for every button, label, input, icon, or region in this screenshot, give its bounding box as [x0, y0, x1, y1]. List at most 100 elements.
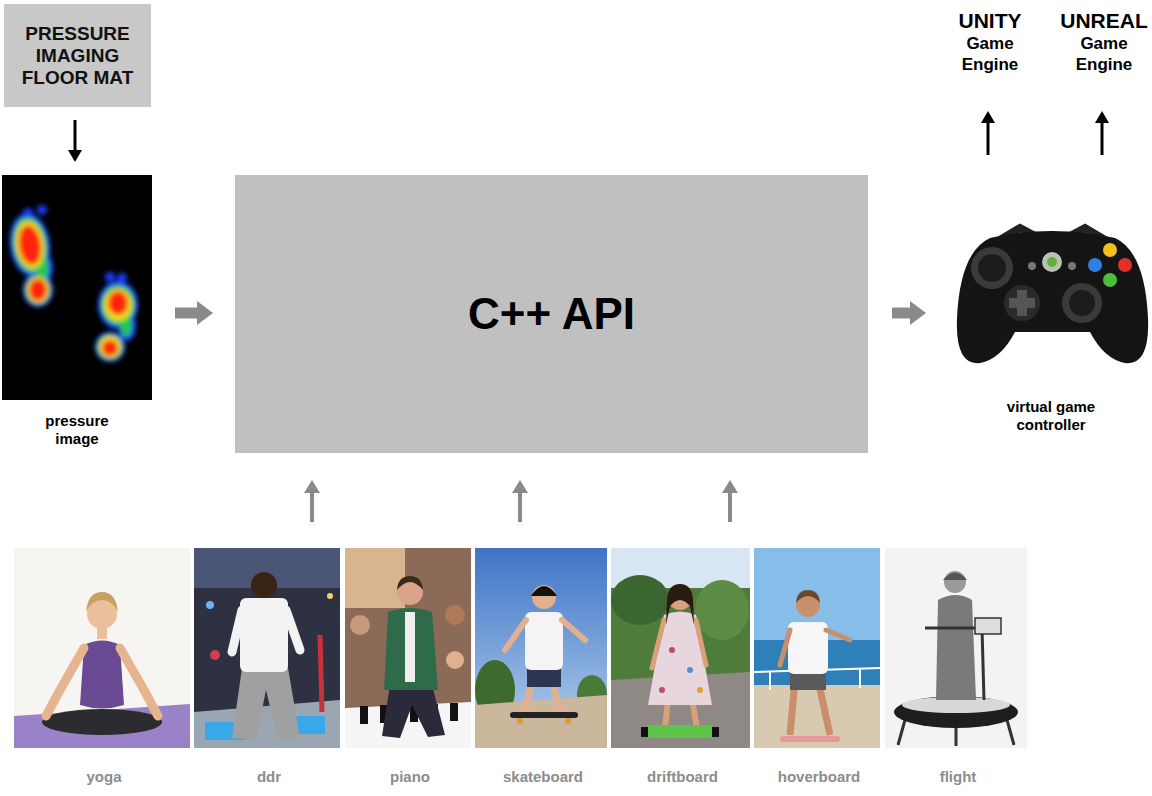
photo-tile: skateboard	[475, 548, 611, 786]
helmet	[943, 573, 967, 581]
game-controller	[957, 228, 1148, 363]
control-box	[975, 618, 1001, 634]
photo-ground	[14, 548, 190, 748]
guide-button	[1047, 257, 1057, 267]
toe-zone	[117, 273, 127, 283]
face-button	[1103, 273, 1117, 287]
crowd-head	[445, 605, 465, 625]
dress	[648, 612, 712, 706]
flow-arrow	[892, 308, 911, 319]
flow-arrow	[987, 122, 990, 155]
pressure-zone	[25, 275, 51, 305]
crowd-head	[446, 651, 464, 669]
photo-caption: flight	[885, 768, 1031, 786]
railing	[769, 672, 771, 690]
pressure-image-ground	[2, 175, 152, 400]
toe-zone	[23, 208, 33, 218]
small-button	[1028, 262, 1036, 270]
picture-space	[2, 175, 152, 400]
ground	[475, 695, 607, 748]
pants	[382, 685, 445, 738]
wheel	[641, 727, 648, 737]
footprint-right	[95, 272, 138, 362]
pressure-zone	[104, 289, 132, 321]
pressure-zone	[23, 273, 53, 307]
photo-ground	[611, 548, 750, 748]
head	[251, 572, 277, 598]
arm	[286, 610, 300, 650]
wheel	[565, 718, 571, 724]
arm	[562, 620, 585, 640]
driftboard-photo	[611, 548, 750, 748]
piano-photo	[345, 548, 471, 748]
crossed-legs	[42, 709, 162, 735]
picture-space	[754, 548, 884, 748]
pressure-zone	[97, 334, 123, 360]
pressure-zone	[27, 277, 49, 303]
pressure-zone	[13, 219, 47, 270]
flying-platform	[894, 696, 1018, 728]
hair	[666, 584, 694, 625]
background-patch	[345, 548, 405, 608]
dpad-ring	[1004, 285, 1040, 321]
photo-tile: flight	[885, 548, 1031, 786]
railing	[859, 669, 861, 688]
wheel	[712, 727, 719, 737]
box-label: Game Engine	[1052, 33, 1152, 75]
photo-caption: driftboard	[611, 768, 754, 786]
dress-pattern	[669, 647, 675, 653]
arm	[505, 620, 526, 650]
box-label: UNREAL	[1052, 8, 1152, 33]
platform-leg	[898, 720, 905, 745]
flow-arrow	[518, 492, 522, 522]
arm	[652, 620, 664, 668]
arm	[120, 648, 158, 716]
pressure-zone	[16, 224, 43, 267]
thumbstick	[1062, 283, 1102, 323]
picture-space	[14, 548, 194, 748]
flow-arrow	[1101, 122, 1104, 155]
photo-caption: piano	[345, 768, 475, 786]
dress-pattern	[687, 667, 693, 673]
pressure-zone	[29, 279, 47, 301]
photo-caption: hoverboard	[754, 768, 884, 786]
tree	[695, 580, 749, 640]
photo-tile: yoga	[14, 548, 194, 786]
face-button	[1118, 258, 1132, 272]
box-label: virtual game controller	[986, 398, 1116, 434]
photo-ground	[475, 548, 607, 748]
connector-group	[75, 120, 1102, 522]
photo-ground	[345, 548, 471, 748]
platform-leg	[955, 727, 958, 746]
toe-zone	[37, 205, 47, 215]
picture-space	[885, 548, 1031, 748]
flow-arrow	[310, 492, 314, 522]
photo-caption: ddr	[194, 768, 344, 786]
box-label: PRESSURE IMAGING FLOOR MAT	[10, 23, 145, 89]
photo-ground	[754, 548, 880, 748]
flight-photo	[885, 548, 1027, 748]
pressure-zone	[108, 291, 128, 315]
box-label: C++ API	[468, 289, 635, 339]
picture-space	[194, 548, 344, 748]
photo-tile: driftboard	[611, 548, 754, 786]
box-label: pressure image	[37, 412, 117, 448]
pilot-head	[944, 571, 966, 593]
driftboard	[645, 725, 715, 738]
photo-tile: piano	[345, 548, 475, 786]
engine-label: UNREALGame Engine	[1052, 8, 1152, 75]
shirt	[240, 598, 288, 672]
flow-arrow	[74, 120, 77, 151]
crowd-head	[350, 615, 370, 635]
box-label: Game Engine	[938, 33, 1042, 75]
shirt	[788, 622, 828, 674]
photo-tile: ddr	[194, 548, 344, 786]
flow-arrow	[728, 492, 732, 522]
engine-label: UNITYGame Engine	[938, 8, 1042, 75]
controller-panel: virtual game controller	[950, 200, 1152, 434]
thumbstick	[1069, 290, 1095, 316]
dress-pattern	[697, 687, 703, 693]
head	[532, 585, 556, 609]
pressure-zone	[99, 336, 121, 358]
